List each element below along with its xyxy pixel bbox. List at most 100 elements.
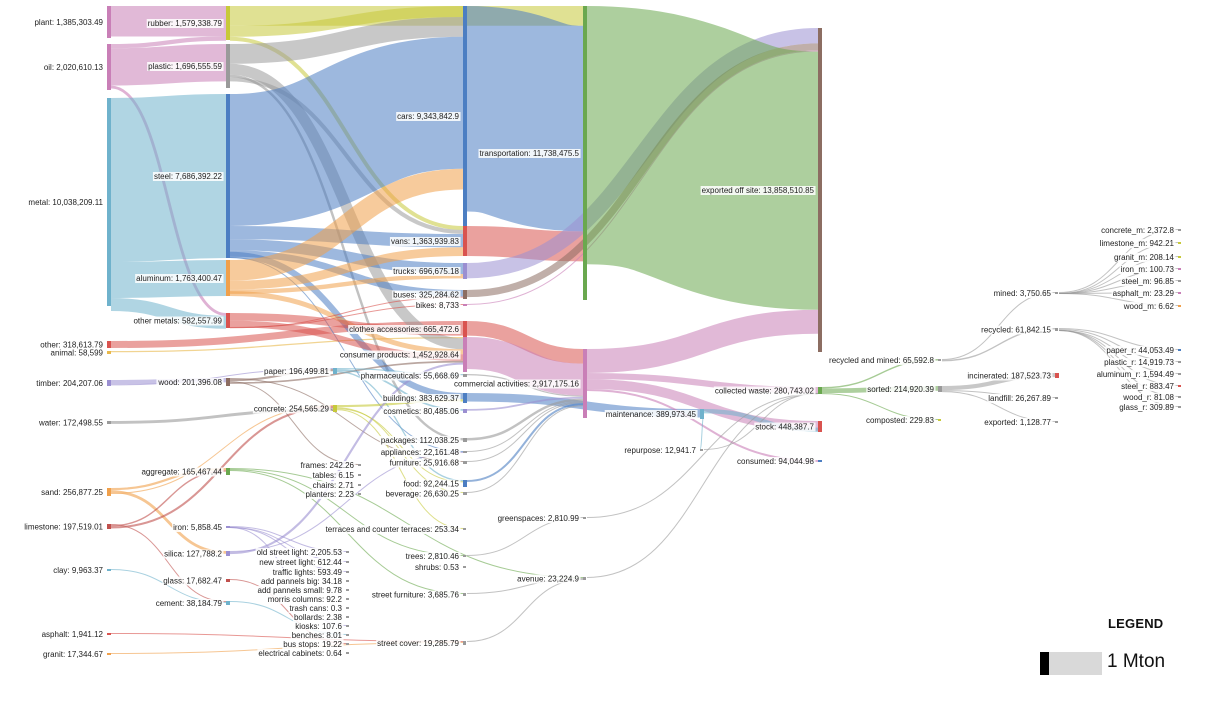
label-background <box>1111 289 1176 298</box>
node-glass <box>226 579 230 582</box>
node-iron-m <box>1178 268 1181 270</box>
link-food-to-commercial <box>466 403 584 483</box>
label-background <box>389 237 461 246</box>
node-label-mined: mined: 3,750.65 <box>994 289 1052 298</box>
label-background <box>1121 393 1176 402</box>
node-label-asphalt: asphalt: 1,941.12 <box>42 630 104 639</box>
label-background <box>359 371 461 381</box>
label-background <box>292 613 344 622</box>
label-background <box>1121 302 1176 311</box>
node-aluminum-r <box>1178 373 1181 375</box>
node-label-steel: steel: 7,686,392.22 <box>154 172 223 181</box>
node-label-greenspaces: greenspaces: 2,810.99 <box>498 514 580 523</box>
link-sand-to-silica <box>110 490 227 554</box>
label-background <box>866 385 936 394</box>
node-label-tables: tables: 6.15 <box>313 471 355 480</box>
node-street-furniture <box>463 593 466 596</box>
node-label-consumed: consumed: 94,044.98 <box>737 457 814 466</box>
node-label-street-cover: street cover: 19,285.79 <box>377 639 459 648</box>
link-greenspaces-to-collected <box>586 393 819 518</box>
label-background <box>1112 253 1176 262</box>
label-background <box>135 274 224 283</box>
node-label-rubber: rubber: 1,579,338.79 <box>148 19 223 28</box>
node-pannels-small <box>346 589 349 591</box>
label-background <box>381 394 461 403</box>
link-packages-to-commercial <box>466 398 584 441</box>
label-background <box>252 404 331 414</box>
legend-title: LEGEND <box>1108 616 1164 631</box>
node-morris <box>346 598 349 600</box>
node-appliances <box>463 451 467 453</box>
link-avenue-to-collected <box>586 393 819 578</box>
label-background <box>266 595 344 604</box>
node-label-shrubs: shrubs: 0.53 <box>415 563 460 572</box>
node-concrete-m <box>1178 229 1181 231</box>
node-label-pannels-small: add pannels small: 9.78 <box>258 586 343 595</box>
label-background <box>39 340 105 350</box>
node-benches <box>346 634 349 636</box>
label-background <box>172 523 224 532</box>
link-repurpose-to-collected <box>703 393 819 450</box>
link-mined-to-granit_m <box>1058 256 1179 294</box>
node-composted <box>938 419 941 421</box>
label-background <box>404 552 461 561</box>
node-metal <box>107 98 111 306</box>
node-label-pharma: pharmaceuticals: 55,668.69 <box>361 372 460 381</box>
node-label-water: water: 172,498.55 <box>38 419 104 428</box>
label-background <box>258 558 344 567</box>
node-label-landfill: landfill: 26,267.89 <box>988 394 1051 403</box>
label-background <box>154 599 224 608</box>
label-background <box>379 436 461 445</box>
label-background <box>290 631 344 640</box>
node-bikes <box>463 304 467 306</box>
node-label-glass-r: glass_r: 309.89 <box>1119 403 1174 412</box>
node-landfill <box>1055 397 1058 399</box>
label-background <box>864 416 936 425</box>
node-label-consumer: consumer products: 1,452,928.64 <box>340 351 460 360</box>
node-label-maintenance: maintenance: 389,973.45 <box>606 410 697 419</box>
label-background <box>1120 277 1176 286</box>
node-label-iron-m: iron_m: 100.73 <box>1121 265 1175 274</box>
node-terraces <box>463 528 466 530</box>
label-background <box>282 640 344 649</box>
node-label-food: food: 92,244.15 <box>403 480 459 489</box>
node-repurpose <box>700 449 703 451</box>
node-street-cover <box>463 641 466 645</box>
node-label-other-metals: other metals: 582,557.99 <box>133 317 222 326</box>
link-aluminum-to-vans <box>229 247 464 290</box>
node-label-plastic: plastic: 1,696,555.59 <box>148 62 222 71</box>
node-label-recycled: recycled: 61,842.15 <box>981 326 1051 335</box>
node-label-other: other: 318,613.79 <box>40 341 103 350</box>
node-buses <box>463 290 467 299</box>
sankey-nodes <box>107 6 1181 655</box>
node-label-metal: metal: 10,038,209.11 <box>28 198 103 207</box>
node-cosmetics <box>463 409 467 413</box>
label-background <box>478 149 581 158</box>
node-pharma <box>463 374 467 377</box>
label-background <box>396 112 461 121</box>
label-background <box>147 62 224 71</box>
node-label-exported2: exported: 1,128.77 <box>984 418 1051 427</box>
node-sand <box>107 488 111 496</box>
label-background <box>255 548 344 557</box>
node-label-limestone-m: limestone_m: 942.21 <box>1100 239 1175 248</box>
label-background <box>983 418 1053 427</box>
node-label-trash: trash cans: 0.3 <box>290 604 343 613</box>
node-recycled <box>1055 328 1058 331</box>
node-label-composted: composted: 229.83 <box>866 416 935 425</box>
label-background <box>263 367 331 376</box>
node-label-granit-m: granit_m: 208.14 <box>1114 253 1175 262</box>
node-label-kiosks: kiosks: 107.6 <box>295 622 342 631</box>
label-background <box>754 422 816 432</box>
link-appliances-to-commercial <box>466 401 584 452</box>
label-background <box>966 371 1053 381</box>
node-label-frames: frames: 242.26 <box>301 461 355 470</box>
node-exported2 <box>1055 421 1058 423</box>
node-maintenance <box>700 409 704 419</box>
node-label-steel-r: steel_r: 883.47 <box>1121 382 1174 391</box>
node-asphalt-m <box>1178 292 1181 294</box>
link-trees-to-greenspaces <box>466 517 584 556</box>
label-background <box>324 525 461 534</box>
link-paper-to-food <box>336 370 464 482</box>
node-label-packages: packages: 112,038.25 <box>381 436 460 445</box>
